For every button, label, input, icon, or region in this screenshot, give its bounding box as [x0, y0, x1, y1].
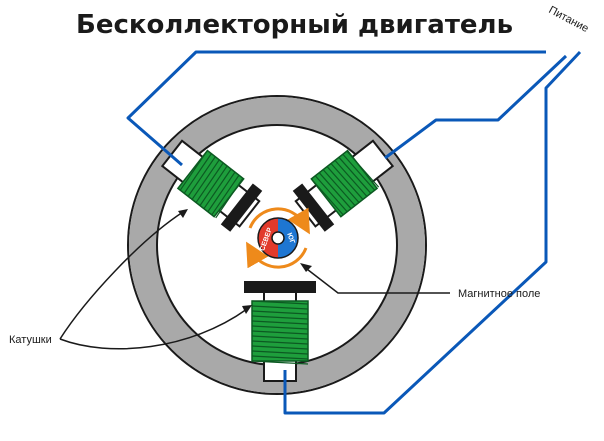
rotor-north-half	[258, 218, 278, 258]
power-label: Питание	[547, 4, 591, 35]
stator-ring	[127, 95, 427, 395]
coils-pointer-to-left-coil	[59, 211, 184, 340]
power-wire-left	[126, 50, 546, 167]
coil-winding-turn	[330, 163, 364, 200]
magnetic-field-pointer-arrowhead	[300, 263, 312, 272]
coil-winding-turn	[251, 320, 309, 325]
coil-winding-turn	[203, 168, 232, 210]
coil-winding-turn	[251, 350, 309, 355]
coil-winding-turn	[334, 159, 368, 197]
coil-winding-turn	[187, 156, 216, 197]
power-wire-bottom-coil	[283, 50, 582, 415]
coil-winding-turn	[251, 360, 309, 365]
rotation-arrow-top	[248, 207, 310, 235]
pole-piece-right	[292, 183, 335, 232]
coil-winding-turn	[207, 171, 236, 213]
coil-winding-turn	[251, 310, 309, 315]
coil-winding-turn	[251, 335, 309, 340]
rotor-south-label: ЮГ	[285, 232, 295, 245]
diagram-title: Бесколлекторный двигатель	[76, 10, 513, 40]
coil-winding-turn	[251, 330, 309, 335]
coil-winding-turn	[314, 175, 348, 213]
coil-winding-turn	[251, 305, 309, 310]
coil-bottom	[244, 281, 316, 382]
coil-winding-turn	[179, 150, 208, 191]
coil-winding-turn	[318, 172, 352, 210]
coil-winding-turn	[183, 153, 212, 194]
coil-winding-turn	[251, 355, 309, 360]
rotor-shaft	[271, 231, 285, 245]
coil-winding-turn	[251, 315, 309, 320]
coils-pointer-to-bottom-coil-arrowhead	[242, 305, 252, 314]
rotor-south-half	[278, 218, 298, 258]
coil-winding-turn	[322, 169, 356, 207]
coil-winding-turn	[338, 156, 372, 194]
pole-piece-left	[220, 183, 263, 232]
coils-label: Катушки	[9, 334, 52, 346]
coil-winding-turn	[195, 162, 224, 203]
magnetic-field-pointer-line	[302, 265, 450, 294]
coil-winding-turn	[251, 340, 309, 345]
coil-left	[160, 139, 263, 232]
coil-bottom-winding	[251, 300, 309, 365]
coil-winding-turn	[310, 178, 344, 216]
coil-winding-turn	[326, 166, 360, 203]
coil-winding-turn	[191, 159, 220, 200]
rotation-arrow-bottom	[246, 241, 308, 269]
coil-winding-turn	[346, 150, 380, 188]
rotor: СЕВЕР ЮГ	[246, 207, 310, 269]
coil-winding-turn	[342, 153, 376, 191]
pole-piece-bottom	[244, 281, 316, 293]
coil-winding-turn	[211, 174, 240, 216]
coil-winding-turn	[251, 345, 309, 350]
coil-right	[292, 139, 395, 232]
coils-pointer-to-bottom-coil	[59, 308, 248, 350]
coil-right-winding	[310, 149, 380, 218]
coil-winding-turn	[251, 325, 309, 330]
rotor-outline	[257, 217, 299, 259]
power-wire-right-coil	[384, 54, 568, 160]
coils-pointer-to-left-coil-arrowhead	[178, 209, 188, 218]
magnetic-field-label: Магнитное поле	[458, 288, 540, 300]
coil-left-winding	[176, 149, 245, 219]
coil-winding-turn	[215, 177, 244, 219]
coil-winding-turn	[199, 165, 228, 206]
coil-winding-turn	[251, 300, 309, 305]
